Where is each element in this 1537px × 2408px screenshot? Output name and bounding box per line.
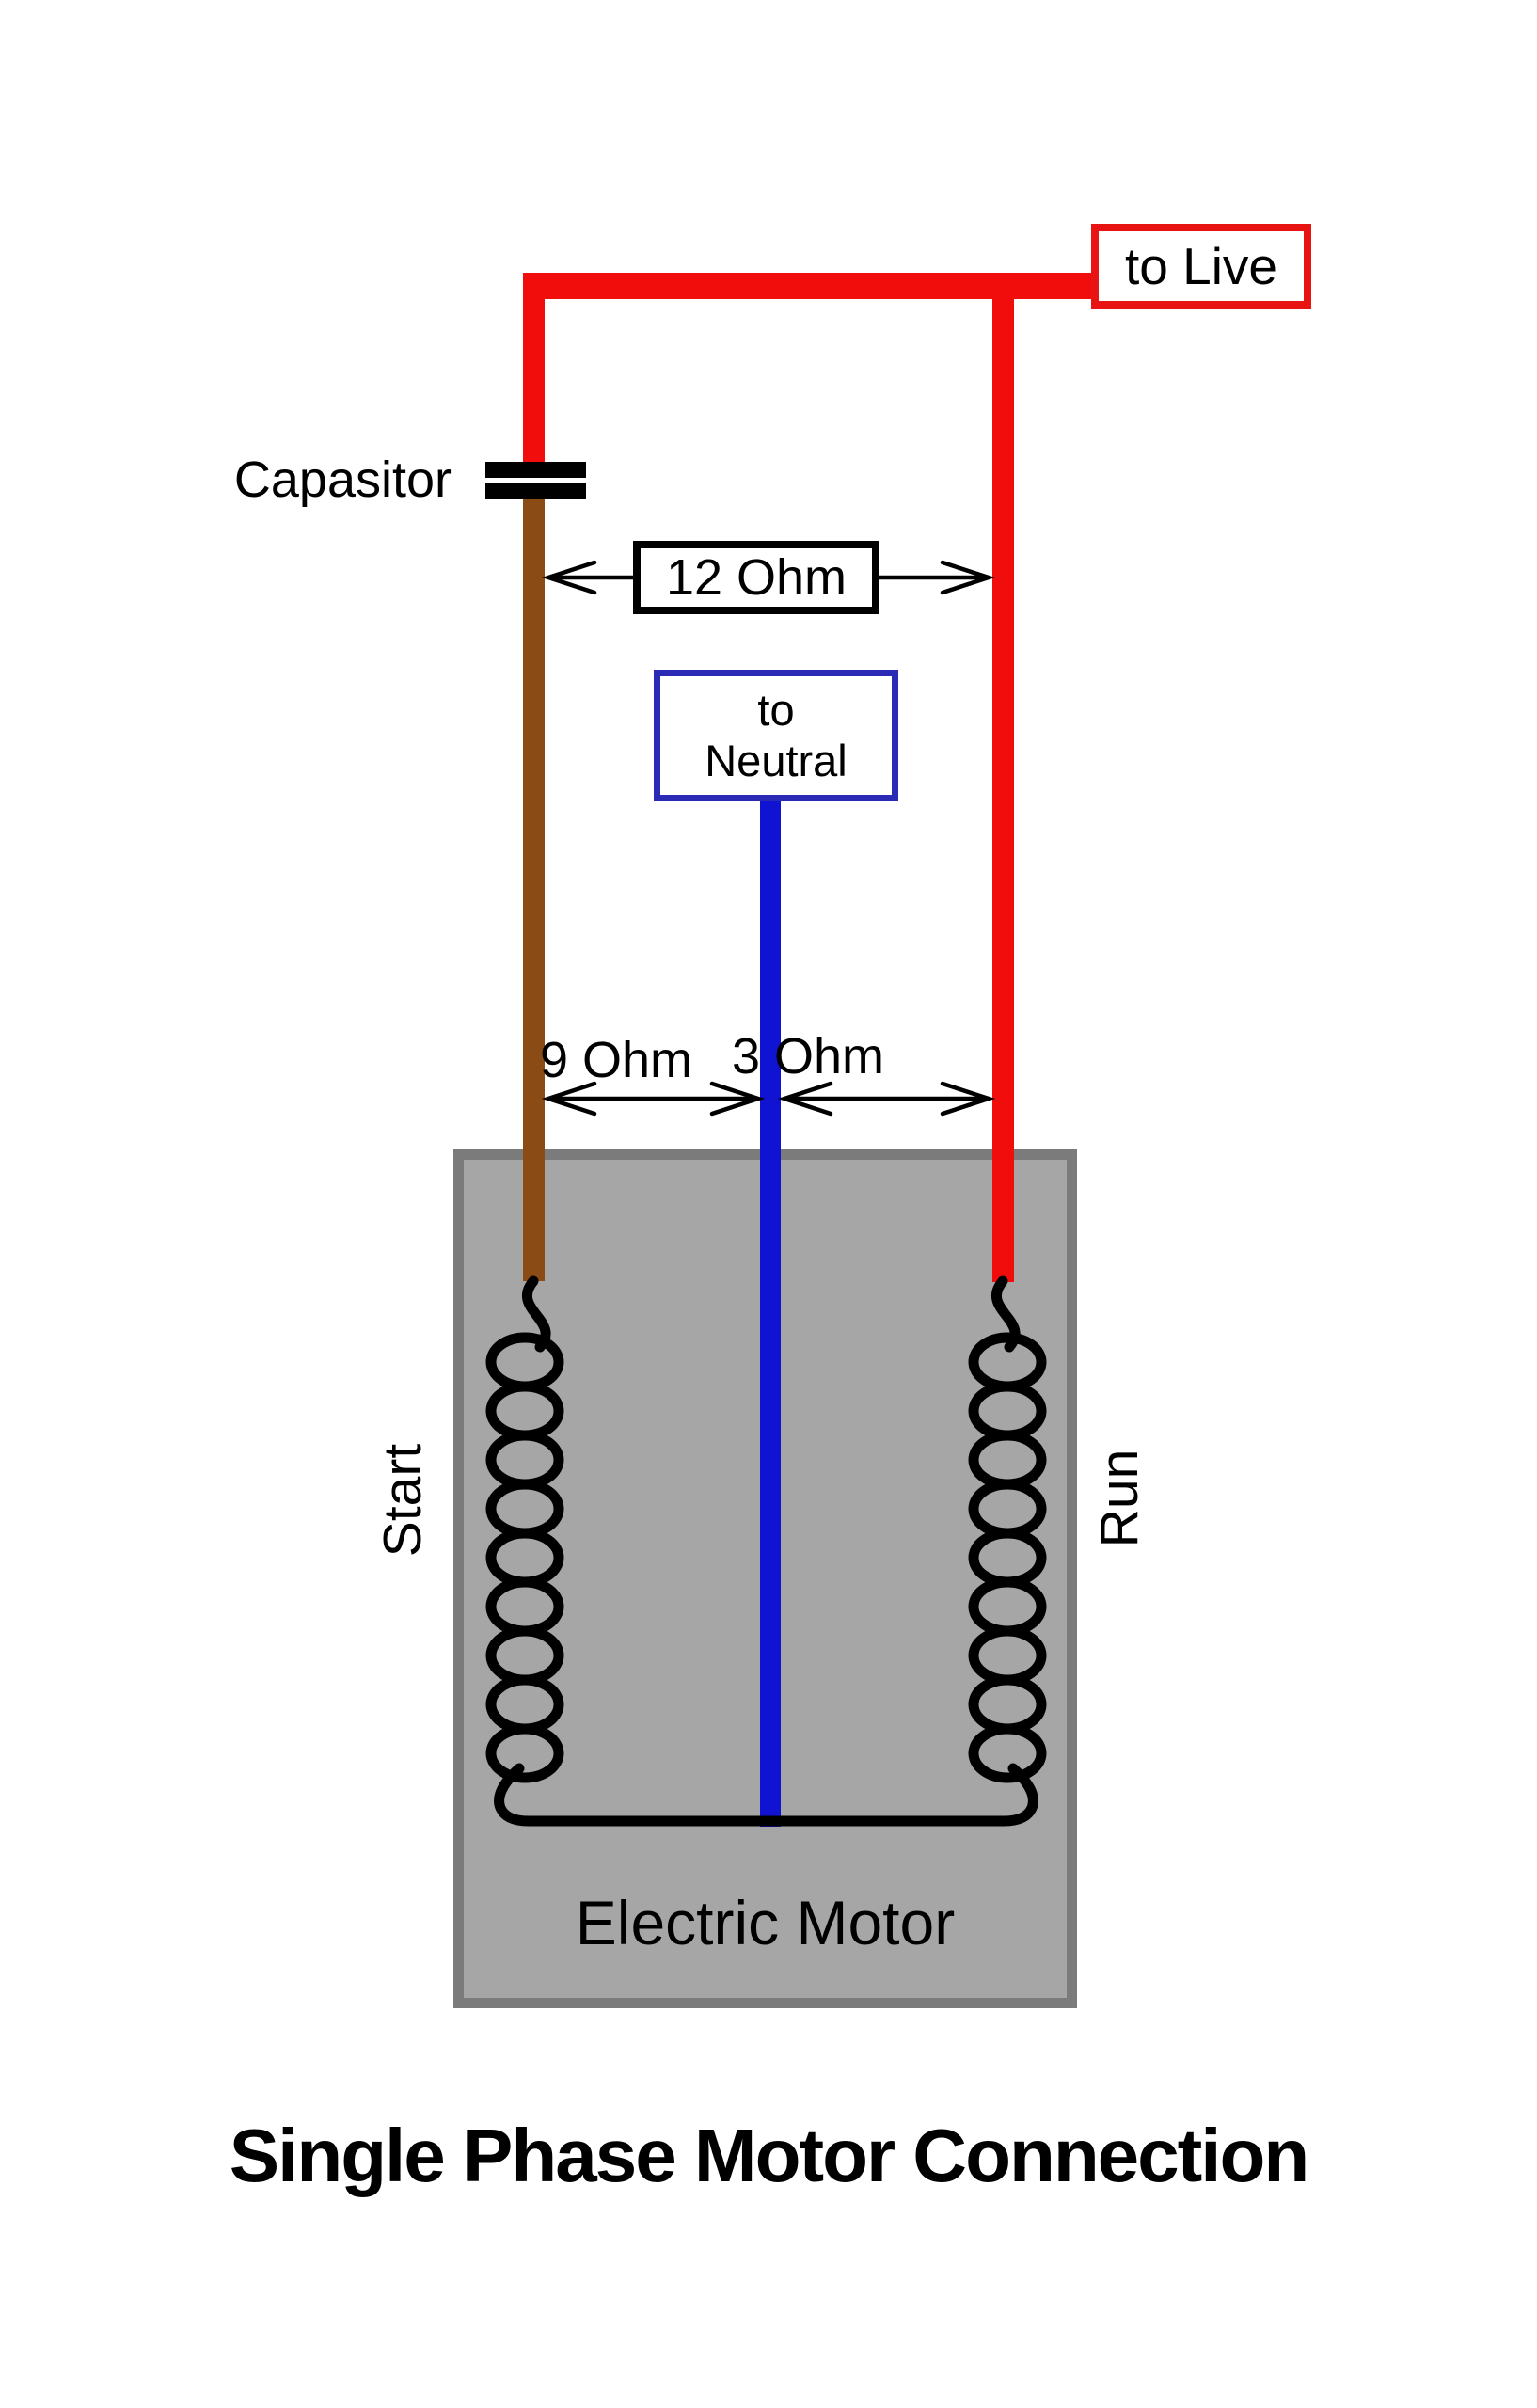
capacitor-plate-bottom [485, 483, 586, 499]
neutral-wire [760, 800, 781, 1827]
total-resistance-box: 12 Ohm [633, 541, 879, 614]
capacitor-plate-top [485, 462, 586, 478]
to-live-terminal-box: to Live [1091, 224, 1311, 309]
to-neutral-terminal-box: to Neutral [654, 670, 898, 801]
page-title: Single Phase Motor Connection [229, 2114, 1310, 2197]
total-resistance-arrow [541, 560, 996, 595]
start-resistance-arrow [541, 1081, 766, 1117]
start-resistance-label: 9 Ohm [539, 1032, 693, 1088]
live-wire-to-capacitor [523, 273, 545, 463]
capacitor-label: Capasitor [233, 452, 452, 508]
to-live-label: to Live [1124, 237, 1278, 295]
to-neutral-label-line1: to [757, 684, 795, 735]
start-winding-coil [485, 1275, 564, 1783]
winding-bottom-wire [494, 1763, 1038, 1827]
total-resistance-label: 12 Ohm [665, 549, 848, 606]
run-winding-coil [968, 1275, 1047, 1783]
to-neutral-label-line2: Neutral [705, 736, 848, 785]
live-wire-to-run-winding [992, 273, 1014, 1282]
electric-motor-label: Electric Motor [575, 1888, 956, 1957]
run-resistance-label: 3 Ohm [731, 1028, 885, 1085]
run-resistance-arrow [777, 1081, 996, 1117]
start-winding-label: Start [372, 1443, 433, 1558]
run-winding-label: Run [1089, 1449, 1149, 1548]
start-winding-wire [523, 499, 545, 1281]
